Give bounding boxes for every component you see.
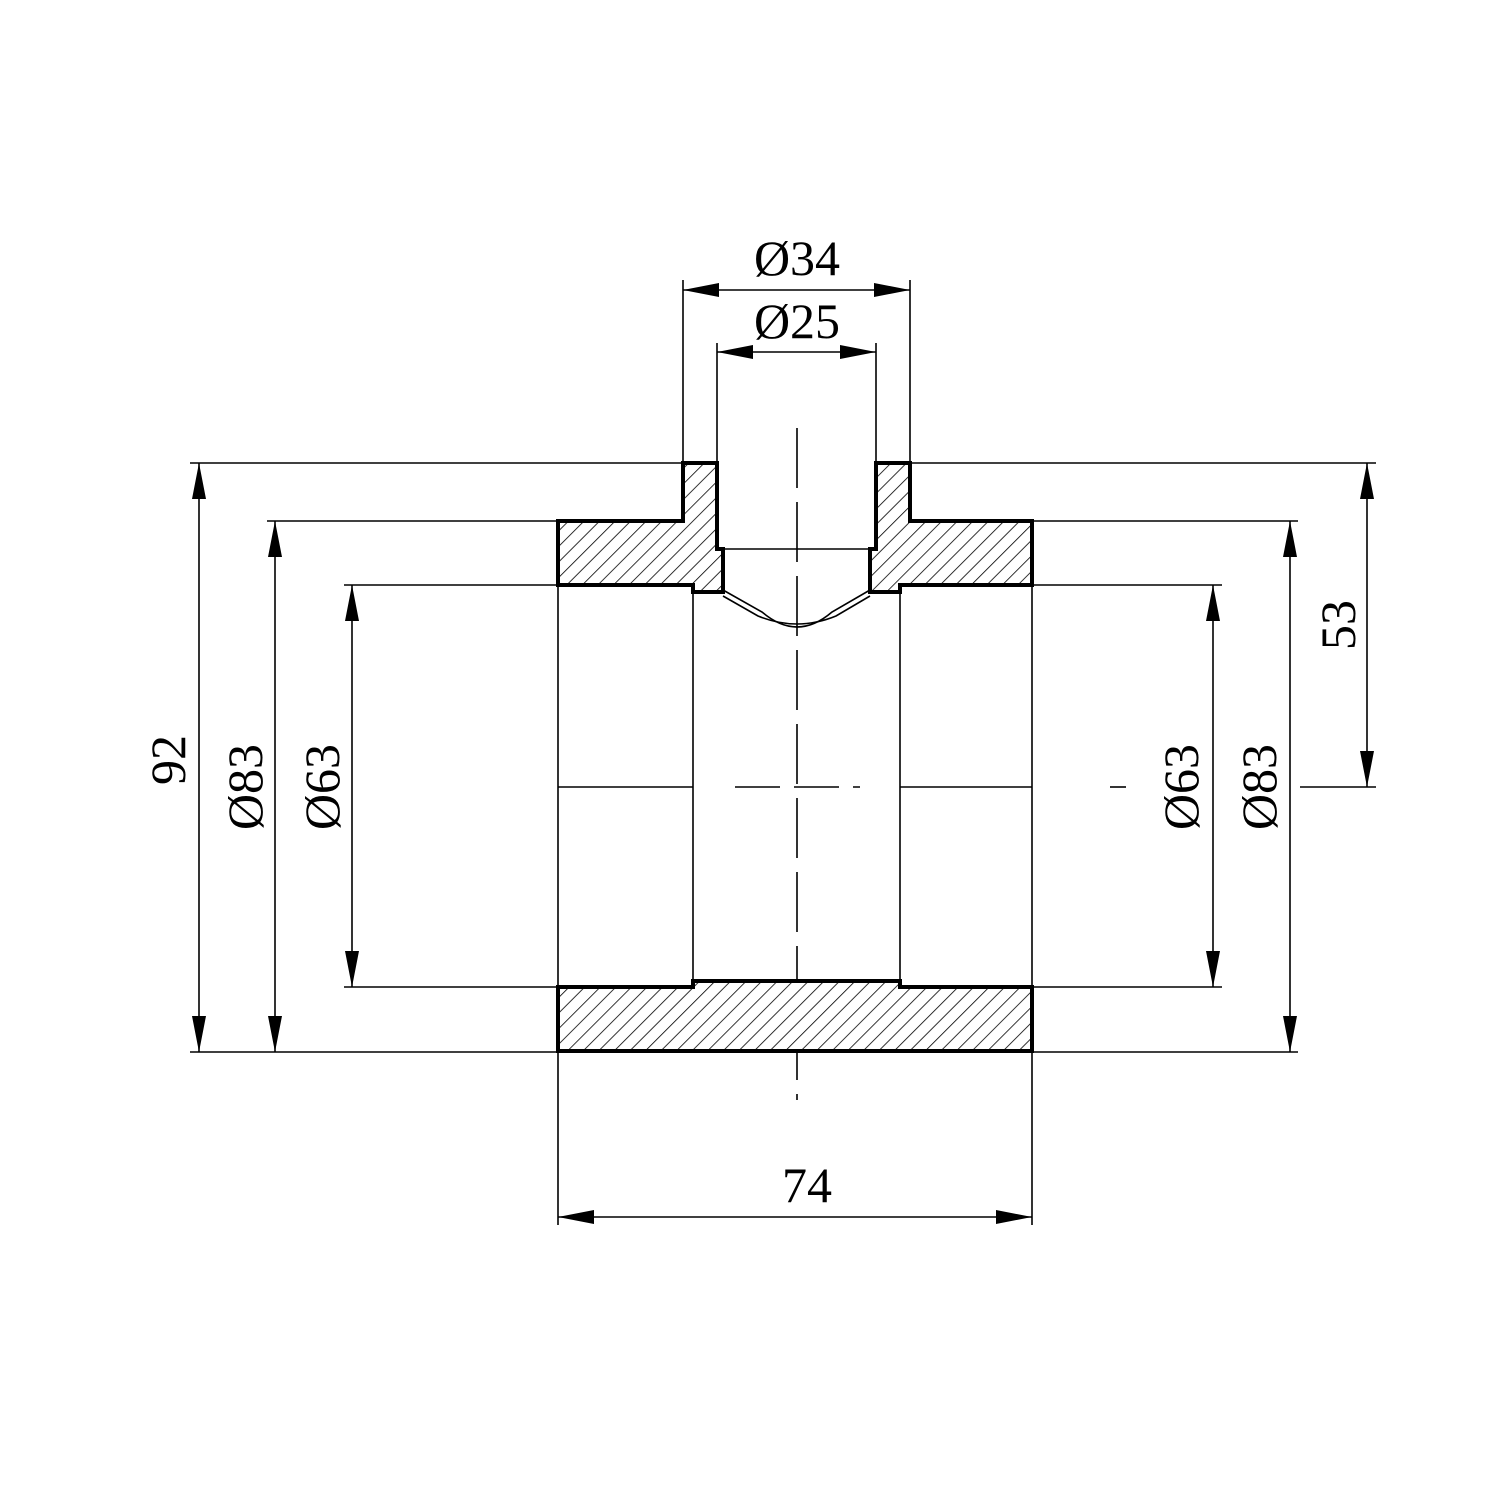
dim-branch-height: 53 bbox=[1310, 600, 1366, 650]
dim-branch-outer-diameter: Ø34 bbox=[754, 230, 840, 286]
left-wall-section bbox=[556, 461, 725, 594]
dim-right-outer-diameter: Ø83 bbox=[1231, 744, 1287, 830]
extension-lines bbox=[190, 280, 1376, 1225]
dim-overall-height: 92 bbox=[140, 735, 196, 785]
dim-left-outer-diameter: Ø83 bbox=[217, 744, 273, 830]
right-wall-section bbox=[868, 461, 1034, 594]
bottom-wall-section bbox=[556, 979, 1034, 1053]
dim-overall-length: 74 bbox=[782, 1157, 832, 1213]
dim-branch-inner-diameter: Ø25 bbox=[754, 293, 840, 349]
body-outline bbox=[557, 548, 1033, 987]
dim-right-inner-diameter: Ø63 bbox=[1153, 744, 1209, 830]
dim-left-inner-diameter: Ø63 bbox=[294, 744, 350, 830]
dimension-lines bbox=[192, 283, 1374, 1224]
